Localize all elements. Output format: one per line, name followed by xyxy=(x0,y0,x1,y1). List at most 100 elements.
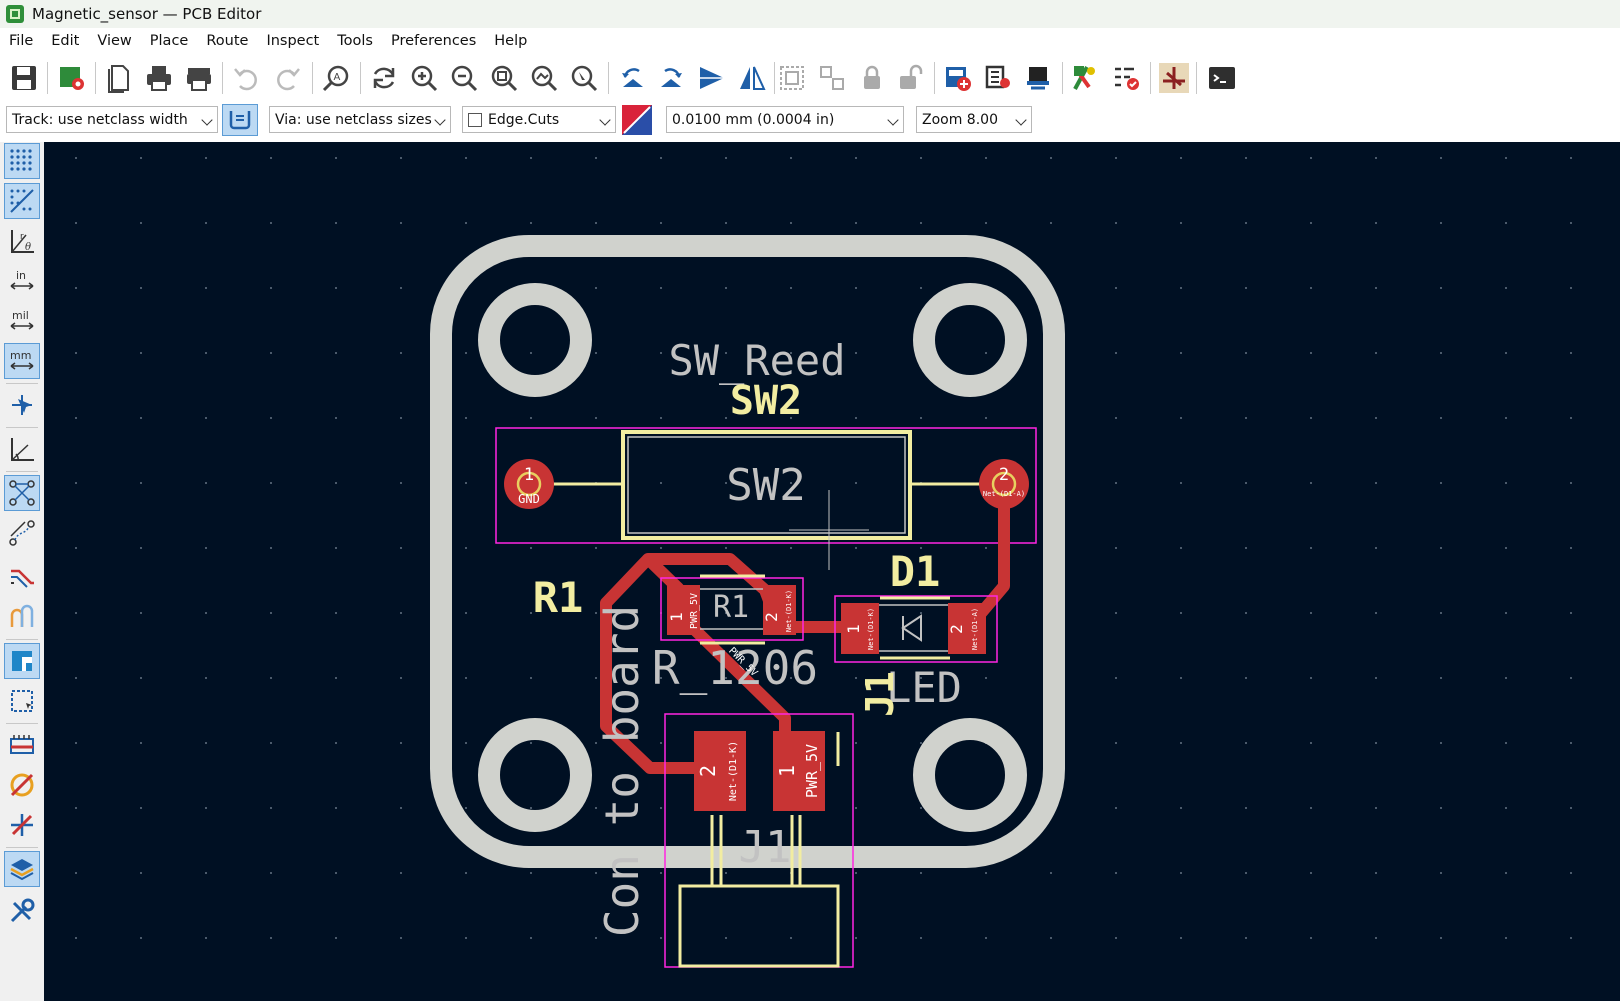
curved-ratsnest-icon[interactable] xyxy=(4,515,40,551)
rotate-cw-icon[interactable] xyxy=(654,60,690,96)
find-icon[interactable]: A xyxy=(318,60,354,96)
rotate-ccw-icon[interactable] xyxy=(614,60,650,96)
page-settings-icon[interactable] xyxy=(101,60,137,96)
mounting-hole[interactable] xyxy=(478,718,592,832)
origin-icon[interactable] xyxy=(4,431,40,467)
show-ratsnest-icon[interactable] xyxy=(1156,60,1192,96)
j1-pad-1-net: PWR_5V xyxy=(803,744,821,798)
grid-select[interactable]: 0.0100 mm (0.0004 in) xyxy=(666,106,904,133)
menu-file[interactable]: File xyxy=(9,33,34,49)
menu-preferences[interactable]: Preferences xyxy=(390,33,477,49)
cross-probe-icon[interactable] xyxy=(4,807,40,843)
ungroup-icon[interactable] xyxy=(814,60,850,96)
menu-place[interactable]: Place xyxy=(149,33,189,49)
units-in-icon[interactable]: in xyxy=(4,263,40,299)
j1-housing[interactable] xyxy=(678,884,840,968)
flip-icon[interactable] xyxy=(694,60,730,96)
mounting-hole[interactable] xyxy=(913,718,1027,832)
d1-pad-1[interactable] xyxy=(841,603,879,654)
mounting-hole[interactable] xyxy=(478,283,592,397)
update-pcb-icon[interactable] xyxy=(940,60,976,96)
plot-icon[interactable] xyxy=(181,60,217,96)
svg-text:mil: mil xyxy=(12,309,29,322)
unlock-icon[interactable] xyxy=(892,60,928,96)
mirror-icon[interactable] xyxy=(734,60,770,96)
auto-track-width-toggle[interactable] xyxy=(222,104,258,136)
pcb-canvas[interactable]: SW_Reed SW2 SW2 1 GND 2 Net-(D1-A) R1 R1… xyxy=(44,142,1620,1001)
sw2-pad-2-number: 2 xyxy=(999,465,1009,485)
sw2-pad-2[interactable] xyxy=(979,459,1029,509)
zoom-select[interactable]: Zoom 8.00 xyxy=(916,106,1032,133)
sw2-value-label: SW_Reed xyxy=(668,336,845,385)
fill-zones-icon[interactable] xyxy=(4,727,40,763)
diode-symbol-icon xyxy=(901,614,922,642)
r1-pad-2-number: 2 xyxy=(762,612,781,622)
j1-pad-2[interactable] xyxy=(694,731,746,811)
svg-text:θ: θ xyxy=(25,242,31,253)
crosshair-cursor xyxy=(789,490,869,570)
track-pwr-5v-loop[interactable] xyxy=(600,554,706,774)
undo-icon[interactable] xyxy=(228,60,264,96)
board-outline[interactable] xyxy=(430,235,1065,868)
zone-outline-icon[interactable] xyxy=(4,683,40,719)
svg-text:r: r xyxy=(20,232,24,242)
redo-icon[interactable] xyxy=(270,60,306,96)
net-inspector-icon[interactable] xyxy=(1108,60,1144,96)
r1-value-label: R_1206 xyxy=(652,641,818,695)
menu-tools[interactable]: Tools xyxy=(337,33,373,49)
lock-icon[interactable] xyxy=(854,60,890,96)
show-vias-icon[interactable] xyxy=(4,599,40,635)
board-setup-icon[interactable] xyxy=(54,60,90,96)
menu-bar: File Edit View Place Route Inspect Tools… xyxy=(0,28,1620,54)
chevron-down-icon xyxy=(434,114,446,126)
units-mil-icon[interactable]: mil xyxy=(4,303,40,339)
properties-icon[interactable] xyxy=(4,893,40,929)
zoom-selection-icon[interactable] xyxy=(566,60,602,96)
save-icon[interactable] xyxy=(6,60,42,96)
layers-manager-icon[interactable] xyxy=(4,851,40,887)
units-mm-icon[interactable]: mm xyxy=(4,343,40,379)
layer-select[interactable]: Edge.Cuts xyxy=(462,106,616,133)
via-size-select[interactable]: Via: use netclass sizes xyxy=(269,106,451,133)
layer-color-swatch xyxy=(468,112,482,127)
footprint-editor-icon[interactable] xyxy=(980,60,1016,96)
d1-value-label: LED xyxy=(886,663,962,712)
zoom-out-icon[interactable] xyxy=(446,60,482,96)
show-tracks-icon[interactable] xyxy=(4,559,40,595)
grid-overrides-icon[interactable] xyxy=(4,183,40,219)
zoom-fit-icon[interactable] xyxy=(486,60,522,96)
j1-pad-1[interactable] xyxy=(773,731,825,811)
r1-pad-2[interactable] xyxy=(763,585,796,635)
menu-view[interactable]: View xyxy=(97,33,132,49)
refresh-icon[interactable] xyxy=(366,60,402,96)
d1-ref-label: D1 xyxy=(890,547,941,596)
menu-edit[interactable]: Edit xyxy=(51,33,80,49)
menu-inspect[interactable]: Inspect xyxy=(266,33,320,49)
grid-value: 0.0100 mm (0.0004 in) xyxy=(672,111,835,128)
grid-dots-icon[interactable] xyxy=(4,143,40,179)
menu-help[interactable]: Help xyxy=(494,33,528,49)
footprint-browser-icon[interactable] xyxy=(1020,60,1056,96)
r1-body-ref: R1 xyxy=(713,590,749,625)
menu-route[interactable]: Route xyxy=(206,33,249,49)
r1-pad-1[interactable] xyxy=(667,585,700,635)
mounting-hole[interactable] xyxy=(913,283,1027,397)
d1-courtyard xyxy=(834,595,998,663)
d1-pad-2[interactable] xyxy=(948,603,986,654)
net-highlight-icon[interactable] xyxy=(4,767,40,803)
print-icon[interactable] xyxy=(141,60,177,96)
zoom-objects-icon[interactable] xyxy=(526,60,562,96)
zone-display-icon[interactable] xyxy=(4,643,40,679)
title-bar: Magnetic_sensor — PCB Editor xyxy=(0,0,1620,28)
track-width-select[interactable]: Track: use netclass width xyxy=(6,106,218,133)
scripting-console-icon[interactable] xyxy=(1204,60,1240,96)
layer-pair-icon[interactable] xyxy=(622,105,652,135)
layer-value: Edge.Cuts xyxy=(488,111,560,128)
ratsnest-icon[interactable] xyxy=(4,475,40,511)
group-icon[interactable] xyxy=(774,60,810,96)
drc-icon[interactable] xyxy=(1068,60,1104,96)
zoom-in-icon[interactable] xyxy=(406,60,442,96)
cursor-icon[interactable] xyxy=(4,387,40,423)
sw2-pad-1[interactable] xyxy=(504,459,554,509)
